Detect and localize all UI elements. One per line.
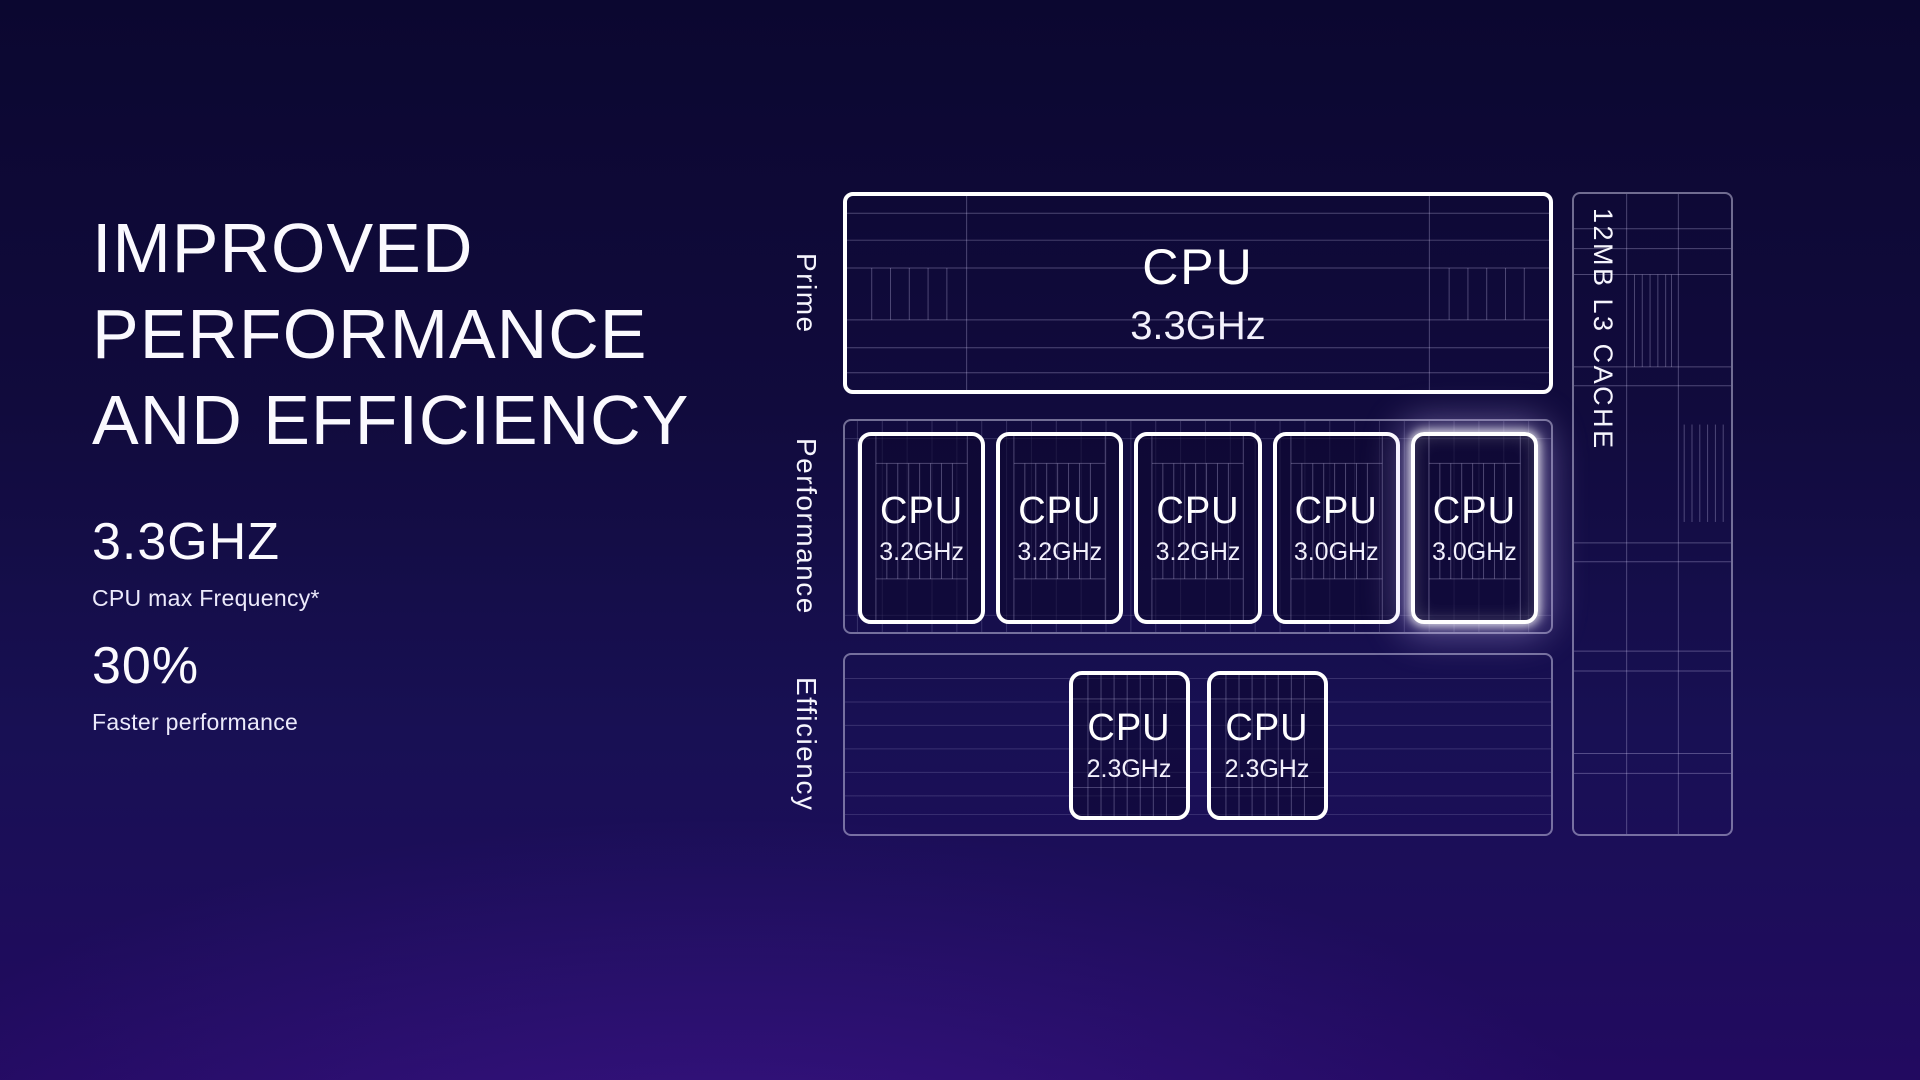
core-frequency: 3.0GHz <box>1293 537 1379 566</box>
core-name: CPU <box>1432 489 1517 532</box>
core-name: CPU <box>1156 489 1240 532</box>
cpu-core: CPU 2.3GHz <box>1068 671 1190 820</box>
prime-core: CPU 3.3GHz <box>847 196 1549 390</box>
cpu-core-highlighted: CPU 3.0GHz <box>1410 432 1539 624</box>
stat-value-frequency: 3.3GHZ <box>92 513 281 571</box>
core-name: CPU <box>1225 707 1309 749</box>
headline-line-1: IMPROVED <box>92 209 474 287</box>
cpu-core: CPU 3.2GHz <box>996 432 1124 624</box>
headline-line-3: AND EFFICIENCY <box>92 381 690 459</box>
core-name: CPU <box>1294 489 1378 532</box>
stat-label-performance: Faster performance <box>92 709 299 735</box>
core-frequency: 2.3GHz <box>1224 755 1310 783</box>
l3-cache-block: 12MB L3 CACHE <box>1572 192 1733 836</box>
cpu-core: CPU 2.3GHz <box>1206 671 1328 820</box>
core-frequency: 3.2GHz <box>1155 537 1241 566</box>
row-label-efficiency: Efficiency <box>791 677 822 812</box>
stat-label-frequency: CPU max Frequency* <box>92 585 320 611</box>
row-label-performance: Performance <box>791 438 822 615</box>
core-name: CPU <box>879 489 964 532</box>
cpu-core: CPU 3.2GHz <box>1134 432 1262 624</box>
core-frequency: 3.0GHz <box>1432 537 1517 566</box>
efficiency-cluster: CPU 2.3GHz CPU 2.3GHz <box>843 653 1553 836</box>
performance-cluster: CPU 3.2GHz CPU 3.2GHz <box>843 419 1553 634</box>
row-label-prime: Prime <box>791 252 822 334</box>
core-name: CPU <box>1087 707 1171 749</box>
core-frequency: 3.3GHz <box>1130 303 1266 348</box>
l3-cache-label: 12MB L3 CACHE <box>1588 208 1618 451</box>
cpu-diagram: Prime Performance Efficiency <box>791 192 1733 836</box>
page-title: IMPROVED PERFORMANCE AND EFFICIENCY <box>92 205 689 463</box>
core-name: CPU <box>1142 238 1254 295</box>
stat-cpu-max-frequency: 3.3GHZ CPU max Frequency* <box>92 512 320 612</box>
cpu-core: CPU 3.2GHz <box>858 432 986 624</box>
core-name: CPU <box>1018 489 1102 532</box>
cpu-core: CPU 3.0GHz <box>1272 432 1400 624</box>
core-frequency: 2.3GHz <box>1086 755 1172 783</box>
core-frequency: 3.2GHz <box>1017 537 1103 566</box>
prime-core-block: CPU 3.3GHz <box>843 192 1553 394</box>
efficiency-grid-lines <box>845 677 1551 815</box>
core-frequency: 3.2GHz <box>879 537 964 566</box>
stat-faster-performance: 30% Faster performance <box>92 636 298 736</box>
stat-value-performance: 30% <box>92 637 200 695</box>
headline-line-2: PERFORMANCE <box>92 295 648 373</box>
